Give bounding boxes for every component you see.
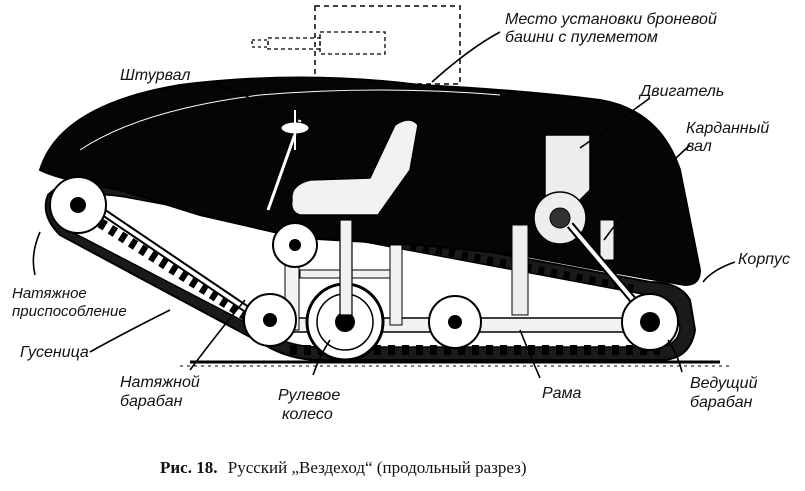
label-frame: Рама xyxy=(542,385,582,402)
label-idler-line2: барабан xyxy=(120,393,183,410)
label-tensioner-line1: Натяжное xyxy=(12,285,87,302)
label-hull: Корпус xyxy=(738,251,790,268)
label-drive-line2: барабан xyxy=(690,394,753,411)
steering-wheel-roller xyxy=(305,219,385,362)
caption-prefix: Рис. 18. xyxy=(160,458,217,477)
drive-sprocket xyxy=(621,293,679,351)
road-wheel-3 xyxy=(428,295,482,349)
label-cardan-line1: Карданный xyxy=(686,120,769,137)
figure-caption: Рис. 18. Русский „Вездеход“ (продольный … xyxy=(160,458,527,477)
label-steer-wheel-line1: Рулевое xyxy=(278,387,340,404)
driver-seat xyxy=(290,119,419,216)
label-steer-wheel-line2: колесо xyxy=(282,406,333,423)
label-cardan-line2: вал xyxy=(686,138,712,155)
turret-outline xyxy=(251,5,461,85)
label-tensioner-line2: приспособление xyxy=(12,303,127,320)
label-drive-line1: Ведущий xyxy=(690,375,758,392)
ground-line xyxy=(180,360,730,367)
steering-column xyxy=(266,110,310,211)
caption-text: Русский „Вездеход“ (продольный разрез) xyxy=(228,458,527,477)
label-turret-line1: Место установки броневой xyxy=(505,11,717,28)
road-wheel-1 xyxy=(272,222,318,268)
label-steering-wheel: Штурвал xyxy=(120,67,190,84)
label-engine: Двигатель xyxy=(638,83,724,100)
label-turret-line2: башни с пулеметом xyxy=(505,29,658,46)
road-wheel-2 xyxy=(243,293,297,347)
label-idler-line1: Натяжной xyxy=(120,374,200,391)
rear-idler-wheel xyxy=(49,176,107,234)
leader-lines xyxy=(32,31,736,379)
label-track: Гусеница xyxy=(20,344,89,361)
